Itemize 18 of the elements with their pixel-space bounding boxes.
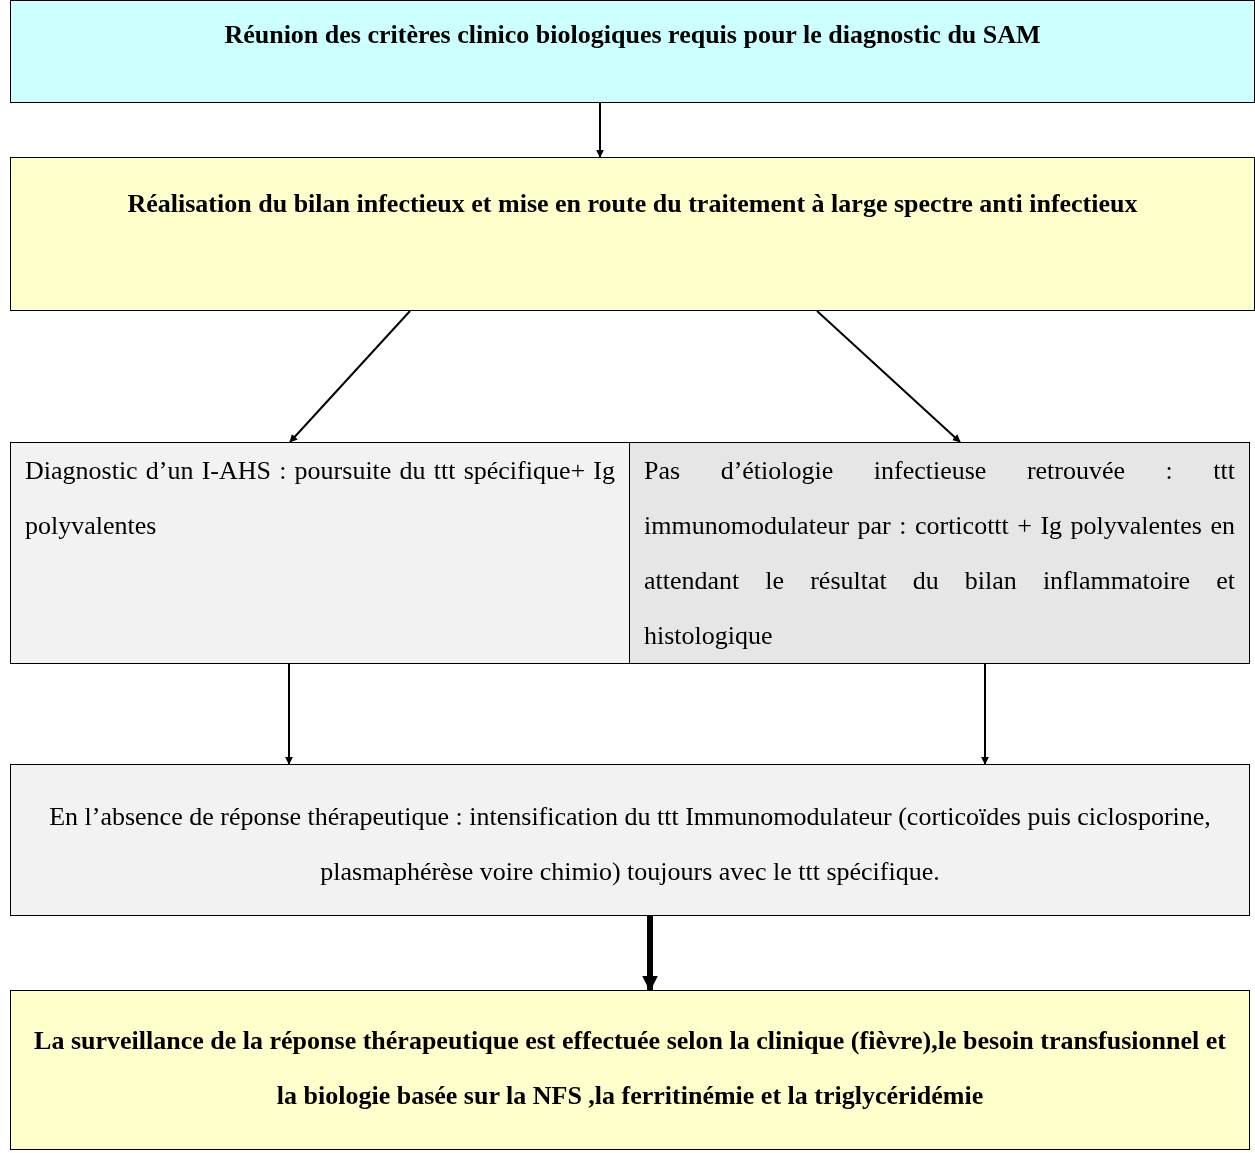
- process-box: [629, 442, 1250, 664]
- process-box: [10, 157, 1255, 311]
- process-box: [10, 764, 1250, 916]
- arrow: [596, 102, 604, 158]
- box-text: Réalisation du bilan infectieux et mise en route du traitement à large spectre anti infectieux: [126, 188, 1139, 220]
- arrow: [981, 663, 989, 765]
- box-text: Pas d’étiologie infectieuse retrouvée : ttt immunomodulateur par : corticottt + Ig polyvalentes en attendant le résultat du bilan inflammatoire et histologique: [644, 455, 1235, 652]
- box-text: Diagnostic d’un I-AHS : poursuite du ttt spécifique+ Ig polyvalentes: [25, 455, 615, 542]
- arrow: [285, 663, 293, 765]
- box-text: La surveillance de la réponse thérapeutique est effectuée selon la clinique (fièvre),le besoin transfusionnel et la biologie basée sur la NFS ,la ferritinémie et la triglycéridémie: [33, 1025, 1227, 1112]
- arrow: [642, 916, 658, 992]
- arrow: [289, 310, 411, 443]
- arrow: [816, 310, 961, 443]
- box-text: Réunion des critères clinico biologiques requis pour le diagnostic du SAM: [223, 19, 1042, 51]
- box-text: En l’absence de réponse thérapeutique : intensification du ttt Immunomodulateur (corticoïdes puis ciclosporine, plasmaphérèse voire chimio) toujours avec le ttt spécifique.: [48, 801, 1212, 888]
- process-box: [10, 0, 1255, 103]
- process-box: [10, 990, 1250, 1150]
- process-box: [10, 442, 630, 664]
